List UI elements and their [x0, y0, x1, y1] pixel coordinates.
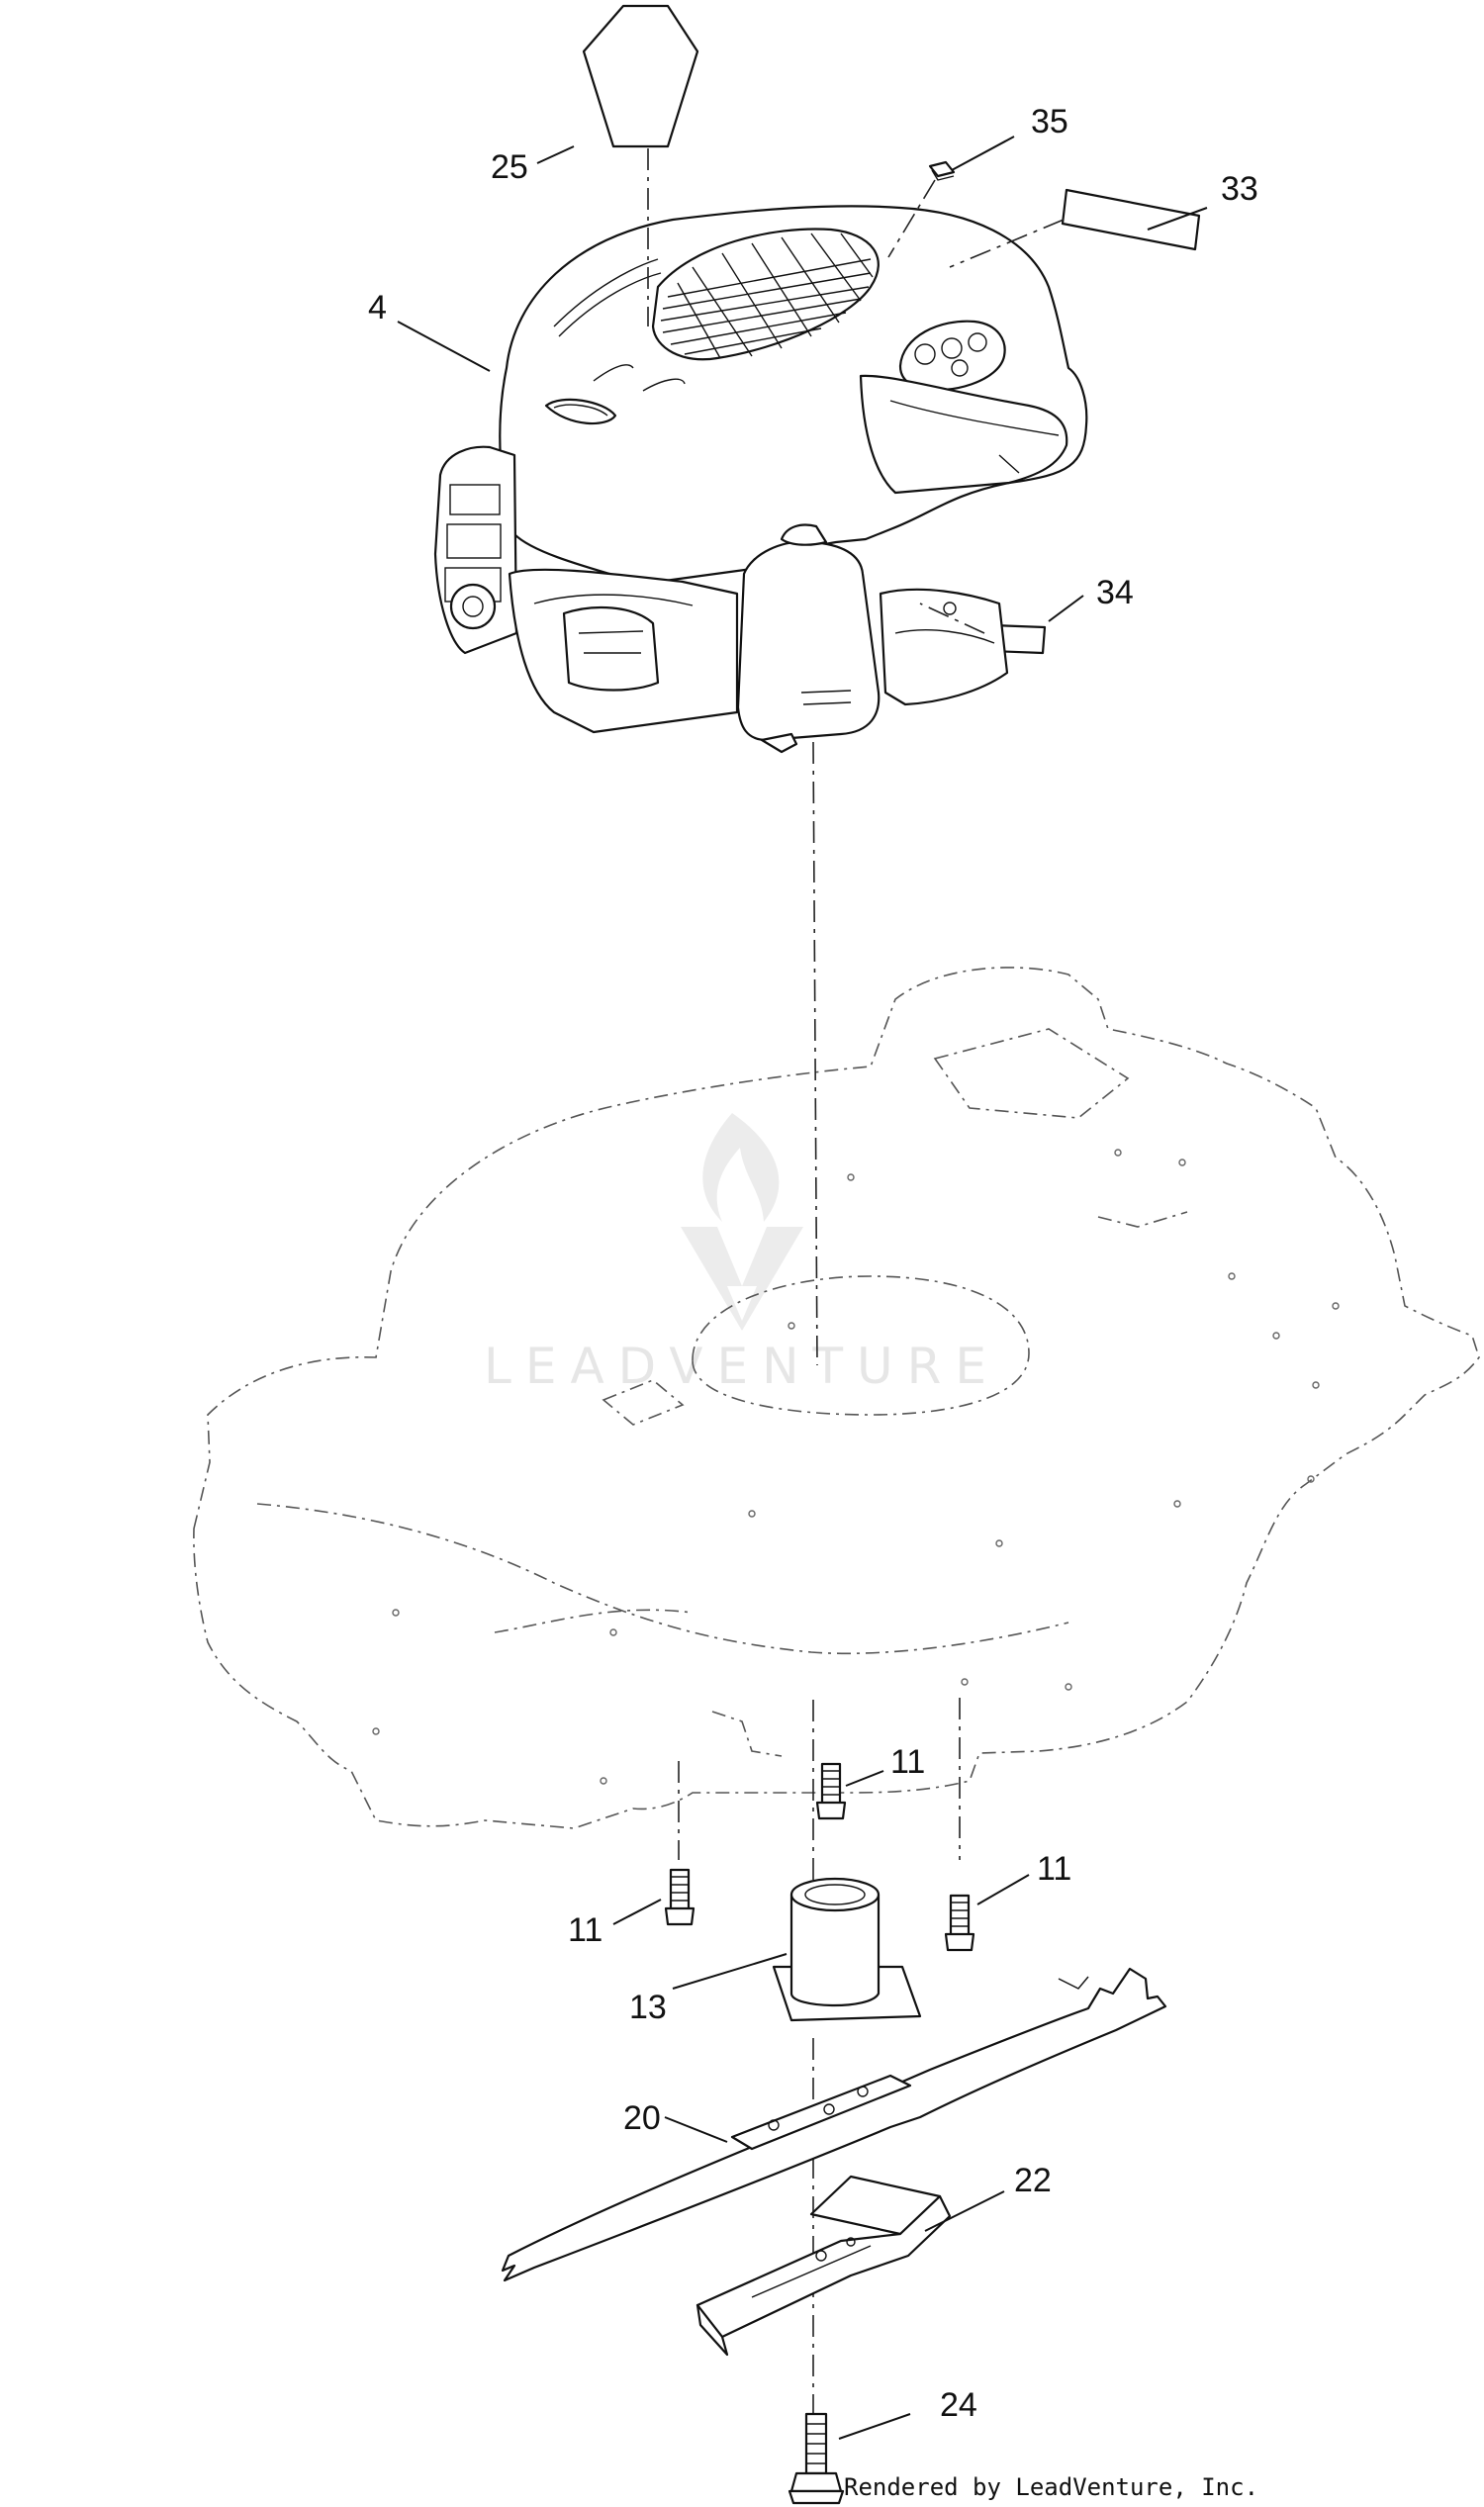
render-credit: Rendered by LeadVenture, Inc. [844, 2473, 1258, 2501]
part-11-bolt-center [815, 1762, 847, 1820]
part-33-decal [1061, 188, 1201, 251]
explode-centerlines [647, 148, 1065, 2434]
part-11-bolt-right [944, 1894, 975, 1952]
part-13-blade-adapter [772, 1877, 922, 2022]
callout-11-right: 11 [1037, 1850, 1071, 1888]
callout-4: 4 [368, 289, 387, 326]
callout-13: 13 [629, 1989, 667, 2026]
callout-11-center: 11 [890, 1743, 925, 1781]
part-24-blade-bolt [788, 2412, 845, 2505]
watermark-text: LEADVENTURE [484, 1338, 1000, 1395]
callout-25: 25 [491, 148, 528, 186]
watermark-logo [681, 1113, 803, 1331]
callout-35: 35 [1031, 103, 1068, 140]
part-20-blade [501, 1967, 1167, 2282]
callout-22: 22 [1014, 2162, 1052, 2199]
part-11-bolt-left [664, 1868, 696, 1926]
part-35-fastener [928, 160, 956, 181]
callout-11-left: 11 [568, 1911, 603, 1949]
callout-24: 24 [940, 2386, 977, 2424]
mower-deck-phantom [193, 967, 1480, 1829]
callout-33: 33 [1221, 170, 1258, 208]
callout-34: 34 [1096, 574, 1134, 611]
part-25-decal [582, 4, 699, 148]
callout-20: 20 [623, 2099, 661, 2137]
part-22-air-lift [696, 2175, 952, 2357]
leader-lines [397, 136, 1208, 2440]
part-4-engine [433, 205, 1088, 754]
